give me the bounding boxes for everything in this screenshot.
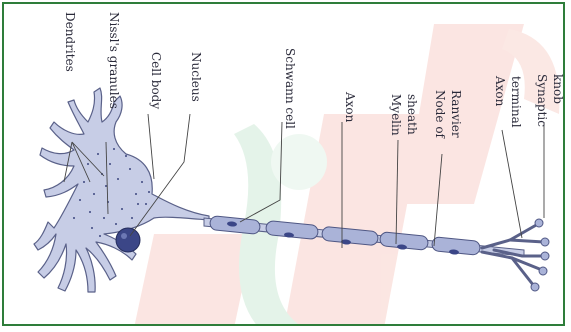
label-terminal-2: terminal (509, 76, 523, 128)
label-knob-2: knob (551, 74, 565, 104)
label-dendrites: Dendrites (63, 12, 77, 72)
nucleolus-highlight (121, 233, 127, 239)
label-terminal-1: Axon (493, 75, 507, 107)
label-cell-body: Cell body (149, 52, 163, 109)
label-nucleus: Nucleus (189, 52, 203, 102)
label-myelin-1: Myelin (389, 94, 403, 136)
label-node-1: Node of (433, 90, 447, 140)
label-myelin-2: sheath (405, 94, 419, 135)
nucleus-shape (116, 228, 140, 252)
label-node-2: Ranvier (449, 90, 463, 138)
axon-terminal (482, 224, 544, 286)
neuron-diagram: Dendrites Nissl's granules Cell body Nuc… (4, 4, 565, 326)
label-knob-1: Synaptic (535, 74, 549, 127)
label-nissl: Nissl's granules (107, 12, 121, 109)
label-schwann: Schwann cell (283, 48, 297, 129)
label-axon: Axon (343, 91, 357, 123)
diagram-frame: Dendrites Nissl's granules Cell body Nuc… (2, 2, 565, 326)
